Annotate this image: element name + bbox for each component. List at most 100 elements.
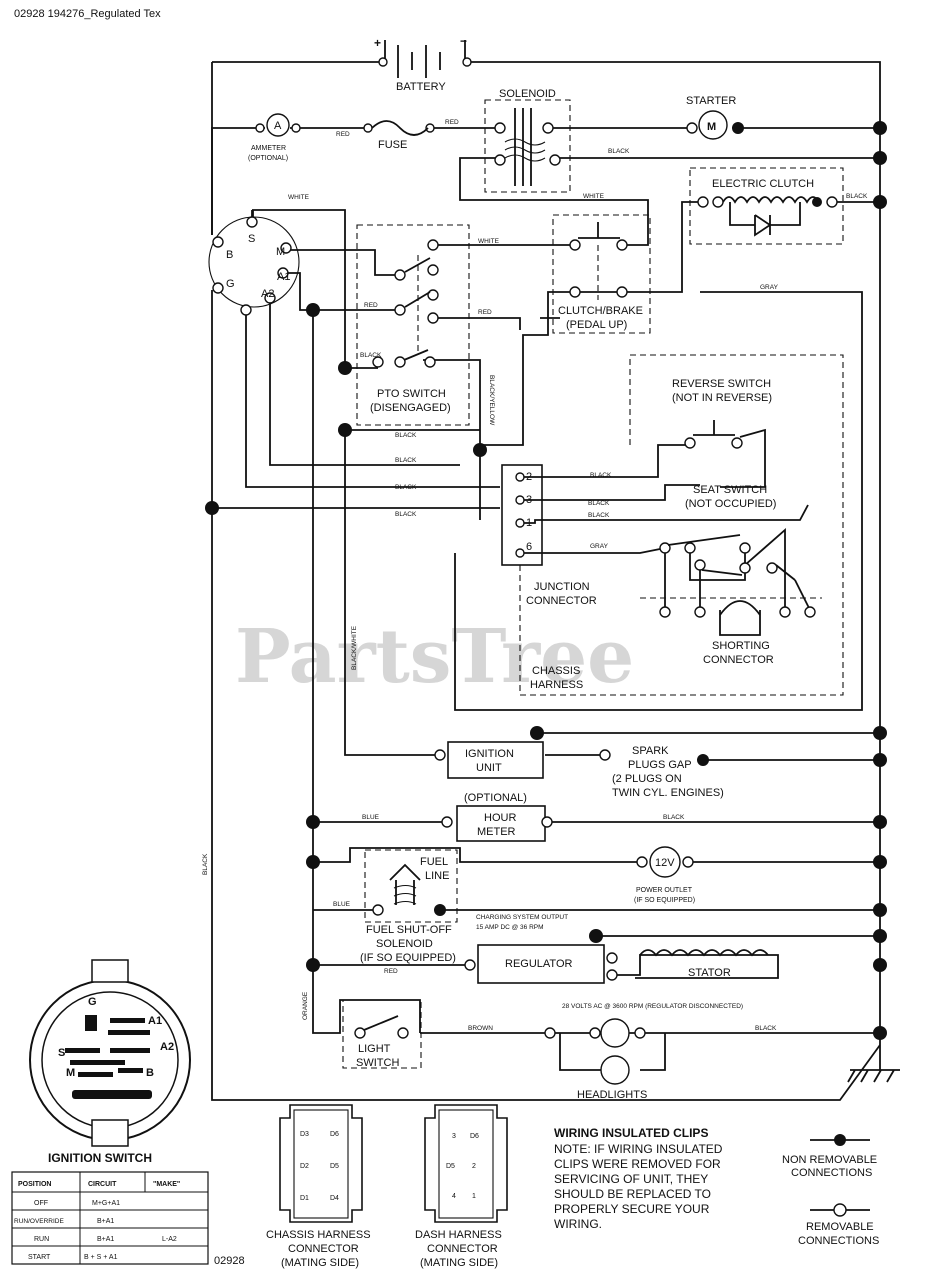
terminal-a2-label: A2 bbox=[261, 288, 274, 300]
fuel-shutoff-label: FUEL SHUT-OFF bbox=[366, 924, 452, 936]
wire-label-black-6: BLACK bbox=[395, 484, 417, 491]
seat-switch-label: SEAT SWITCH bbox=[693, 484, 767, 496]
wire-label-black-yellow: BLACK/YELLOW bbox=[488, 375, 495, 426]
wire-label-white-1: WHITE bbox=[288, 194, 310, 201]
ammeter-optional-label: (OPTIONAL) bbox=[248, 155, 288, 162]
shorting-connector-label-2: CONNECTOR bbox=[703, 654, 774, 666]
wire-label-black-12: BLACK bbox=[755, 1025, 777, 1032]
wire-label-blue-2: BLUE bbox=[333, 901, 351, 908]
table-header-circuit: CIRCUIT bbox=[88, 1181, 117, 1188]
wire-label-blue-1: BLUE bbox=[362, 814, 380, 821]
note-line-4: SHOULD BE REPLACED TO bbox=[554, 1187, 711, 1201]
shorting-connector-label: SHORTING bbox=[712, 640, 770, 652]
terminal-g-label: G bbox=[226, 278, 235, 290]
table-row-run-circuit: B+A1 bbox=[97, 1236, 114, 1243]
wire-label-black-4: BLACK bbox=[395, 432, 417, 439]
power-outlet: 12V POWER OUTLET (IF SO EQUIPPED) bbox=[634, 846, 695, 904]
legend: NON REMOVABLE CONNECTIONS REMOVABLE CONN… bbox=[782, 1134, 879, 1247]
table-row-override-circuit: B+A1 bbox=[97, 1218, 114, 1225]
headlights-label: HEADLIGHTS bbox=[577, 1089, 647, 1101]
spark-plugs-gap: PLUGS GAP bbox=[628, 759, 692, 771]
legend-removable-2: CONNECTIONS bbox=[798, 1235, 879, 1247]
dash-connector-label: DASH HARNESS bbox=[415, 1229, 502, 1241]
table-row-off-position: OFF bbox=[34, 1200, 48, 1207]
power-outlet-value: 12V bbox=[655, 857, 675, 869]
fuel-shutoff-label-2: SOLENOID bbox=[376, 938, 433, 950]
wire-label-gray-2: GRAY bbox=[590, 543, 609, 550]
clutch-brake-state: (PEDAL UP) bbox=[566, 319, 627, 331]
ignition-switch-table: POSITION CIRCUIT "MAKE" OFF M+G+A1 RUN/O… bbox=[11, 1171, 209, 1265]
dash-pin-2: 2 bbox=[472, 1163, 476, 1170]
junction-pin-6: 6 bbox=[526, 541, 532, 553]
chassis-harness-label: CHASSIS bbox=[532, 665, 580, 677]
table-row-start-position: START bbox=[28, 1254, 51, 1261]
dash-harness-connector: 3 D6 D5 2 4 1 DASH HARNESS CONNECTOR (MA… bbox=[415, 1104, 508, 1269]
power-outlet-label: POWER OUTLET bbox=[636, 887, 693, 894]
fuse: FUSE bbox=[363, 120, 435, 151]
junction-connector-label-2: CONNECTOR bbox=[526, 595, 597, 607]
wire-label-black-11: BLACK bbox=[663, 814, 685, 821]
terminal-b-label: B bbox=[226, 249, 233, 261]
note-title: WIRING INSULATED CLIPS bbox=[554, 1126, 708, 1140]
seat-switch: SEAT SWITCH (NOT OCCUPIED) bbox=[659, 484, 796, 581]
dash-connector-label-3: (MATING SIDE) bbox=[420, 1257, 498, 1269]
charging-output-rating: 15 AMP DC @ 36 RPM bbox=[476, 924, 544, 931]
legend-non-removable-2: CONNECTIONS bbox=[791, 1167, 872, 1179]
note-line-5: PROPERLY SECURE YOUR bbox=[554, 1202, 710, 1216]
starter: M STARTER bbox=[686, 95, 744, 140]
electric-clutch: ELECTRIC CLUTCH bbox=[697, 178, 838, 237]
chassis-pin-d1: D1 bbox=[300, 1195, 309, 1202]
junction-connector-label: JUNCTION bbox=[534, 581, 590, 593]
battery-label: BATTERY bbox=[396, 81, 446, 93]
starter-m-symbol: M bbox=[707, 121, 716, 133]
fuel-shutoff-label-3: (IF SO EQUIPPED) bbox=[360, 952, 456, 964]
battery-plus-sign: + bbox=[374, 36, 381, 50]
wire-label-red-4: RED bbox=[478, 309, 492, 316]
legend-removable: REMOVABLE bbox=[806, 1221, 874, 1233]
ignition-unit-label: IGNITION bbox=[465, 748, 514, 760]
wire-label-red-5: RED bbox=[384, 968, 398, 975]
junction-pin-2: 2 bbox=[526, 471, 532, 483]
ignition-face-s: S bbox=[58, 1047, 65, 1059]
power-outlet-label-2: (IF SO EQUIPPED) bbox=[634, 897, 695, 904]
header-title: 02928 194276_Regulated Tex bbox=[14, 8, 161, 20]
pto-switch-label: PTO SWITCH bbox=[377, 388, 446, 400]
watermark: PartsTree bbox=[235, 614, 634, 700]
wire-color-labels: RED RED BLACK WHITE WHITE WHITE BLACK GR… bbox=[202, 119, 868, 1032]
stator-volts-label: 28 VOLTS AC @ 3600 RPM (REGULATOR DISCON… bbox=[562, 1003, 743, 1010]
fuel-shutoff-solenoid: FUEL LINE FUEL SHUT-OFF SOLENOID (IF SO … bbox=[360, 856, 456, 964]
terminal-m-label: M bbox=[276, 246, 285, 258]
table-row-run-make: L-A2 bbox=[162, 1236, 177, 1243]
stator: STATOR 28 VOLTS AC @ 3600 RPM (REGULATOR… bbox=[562, 949, 769, 1010]
wire-label-black-2: BLACK bbox=[846, 193, 868, 200]
light-switch-label: LIGHT bbox=[358, 1043, 391, 1055]
chassis-pin-d6: D6 bbox=[330, 1131, 339, 1138]
wire-label-black-7: BLACK bbox=[395, 511, 417, 518]
reverse-switch: REVERSE SWITCH (NOT IN REVERSE) bbox=[672, 378, 772, 449]
wire-label-black-13: BLACK bbox=[202, 853, 209, 875]
terminal-a1-label: A1 bbox=[277, 271, 290, 283]
ammeter-label: AMMETER bbox=[251, 145, 286, 152]
footer-code: 02928 bbox=[214, 1255, 245, 1267]
hour-meter-label-2: METER bbox=[477, 826, 516, 838]
wire-label-red-3: RED bbox=[364, 302, 378, 309]
solenoid: SOLENOID bbox=[494, 88, 561, 186]
ignition-switch-symbol: S M B G A1 A2 bbox=[208, 216, 300, 316]
clutch-brake-label: CLUTCH/BRAKE bbox=[558, 305, 643, 317]
chassis-connector-label-2: CONNECTOR bbox=[288, 1243, 359, 1255]
wire-label-black-white: BLACK/WHITE bbox=[351, 625, 358, 670]
junction-pin-3: 3 bbox=[526, 494, 532, 506]
ignition-face-b: B bbox=[146, 1067, 154, 1079]
clutch-brake-switch: CLUTCH/BRAKE (PEDAL UP) bbox=[558, 222, 643, 331]
stator-label: STATOR bbox=[688, 967, 731, 979]
regulator-label: REGULATOR bbox=[505, 958, 572, 970]
wire-label-gray-1: GRAY bbox=[760, 284, 779, 291]
wire-label-black-1: BLACK bbox=[608, 148, 630, 155]
spark-plugs-label: SPARK bbox=[632, 745, 669, 757]
reverse-switch-state: (NOT IN REVERSE) bbox=[672, 392, 772, 404]
spark-plugs-note-2: TWIN CYL. ENGINES) bbox=[612, 787, 724, 799]
ignition-face-a2: A2 bbox=[160, 1041, 174, 1053]
dash-pin-4: 4 bbox=[452, 1193, 456, 1200]
headlights: HEADLIGHTS bbox=[544, 1018, 647, 1101]
